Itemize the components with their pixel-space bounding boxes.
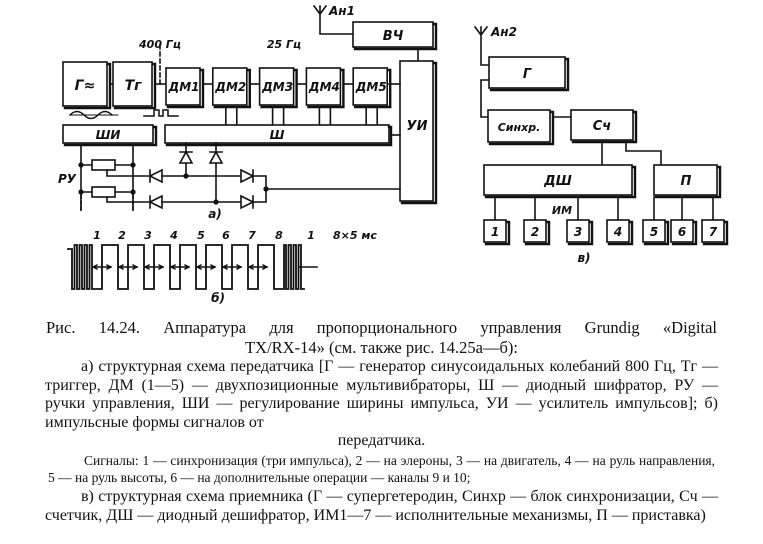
block-label-dm: ДМ5 (355, 80, 387, 94)
caption-part-v: в) структурная схема приемника (Г — супе… (0, 488, 763, 525)
block-trigger (112, 61, 157, 110)
pulse-number-label: 7 (248, 229, 256, 242)
square-wave-icon (143, 109, 179, 117)
block-pulse-width (62, 124, 158, 147)
caption-title-line1: Рис. 14.24. Аппаратура для пропорциональ… (46, 318, 717, 337)
panel-label-b: б) (211, 291, 225, 305)
caption-part-a-text: а) структурная схема передатчика [Г — ге… (45, 358, 718, 431)
caption-title-line2: TX/RX-14» (см. также рис. 14.25а—б): (245, 338, 518, 357)
panel-label-a: а) (208, 207, 222, 221)
transmitter-diagram (62, 4, 438, 211)
pulse-number-label: 6 (222, 229, 230, 242)
pulse-number-label: 2 (118, 229, 126, 242)
block-label-superhet: Г (523, 67, 532, 82)
actuator-box-3 (566, 196, 594, 246)
actuator-label: 1 (491, 225, 499, 239)
actuator-label: 5 (650, 225, 658, 239)
actuator-box-5 (642, 196, 670, 246)
actuator-box-1 (483, 196, 511, 246)
pulse-number-label: 1 (93, 229, 101, 242)
actuator-label: 6 (678, 225, 686, 239)
pulse-number-label: 5 (197, 229, 205, 242)
double-arrow-icon (248, 264, 268, 270)
block-sync (487, 109, 555, 146)
block-multivibrator-4 (305, 67, 345, 109)
actuators-label: ИМ (552, 204, 572, 217)
block-encoder (164, 124, 393, 147)
potentiometer-2 (91, 186, 116, 198)
caption-signals-text: Сигналы: 1 — синхронизация (три импульса… (48, 453, 715, 485)
potentiometer-1 (91, 159, 116, 171)
block-label-encoder: Ш (270, 128, 285, 142)
block-amplifier (399, 60, 438, 205)
block-multivibrator-3 (258, 67, 298, 109)
pulse-number-label: 1 (307, 229, 315, 242)
block-multivibrator-1 (165, 67, 205, 109)
diode-icon (208, 150, 224, 164)
block-multivibrator-2 (212, 67, 251, 109)
block-generator (62, 61, 112, 110)
diode-icon (240, 168, 255, 184)
block-attachment (653, 164, 722, 199)
caption-part-a-end: передатчика. (337, 432, 426, 449)
timing-label: 8×5 мс (333, 229, 377, 242)
pulse-number-label: 8 (275, 229, 283, 242)
caption-part-a: а) структурная схема передатчика [Г — ге… (0, 358, 763, 451)
panel-label-v: в) (577, 251, 590, 265)
caption-part-v-text: в) структурная схема приемника (Г — супе… (45, 488, 718, 524)
figure-caption-title: Рис. 14.24. Аппаратура для пропорциональ… (0, 318, 763, 358)
block-label-dm: ДМ2 (214, 80, 246, 94)
receiver-diagram (473, 25, 729, 246)
double-arrow-icon (222, 264, 242, 270)
block-label-pulse-width: ШИ (96, 128, 121, 142)
actuator-label: 3 (574, 225, 582, 239)
block-label-trigger: Тг (125, 78, 143, 94)
controls-label: РУ (58, 172, 77, 186)
actuator-box-4 (606, 196, 634, 246)
waveform-diagram (67, 244, 318, 290)
double-arrow-icon (170, 264, 190, 270)
pulse-number-label: 3 (144, 229, 152, 242)
block-counter (570, 109, 638, 144)
sine-wave-icon (68, 110, 114, 120)
actuator-label: 2 (531, 225, 539, 239)
actuator-label: 4 (613, 225, 622, 239)
antenna-icon (312, 4, 354, 35)
diode-icon (148, 168, 163, 184)
actuator-label: 7 (709, 225, 718, 239)
block-label-sync: Синхр. (498, 121, 541, 134)
double-arrow-icon (118, 264, 138, 270)
block-label-dm: ДМ4 (308, 80, 340, 94)
block-label-attachment: П (681, 174, 692, 189)
diode-icon (178, 150, 194, 164)
block-label-counter: Сч (593, 119, 612, 134)
block-decoder (483, 164, 637, 199)
block-label-dm: ДМ3 (261, 80, 293, 94)
diode-icon (240, 194, 255, 210)
double-arrow-icon (144, 264, 164, 270)
double-arrow-icon (92, 264, 112, 270)
block-label-generator: Г≈ (75, 78, 96, 94)
caption-signals: Сигналы: 1 — синхронизация (три импульса… (0, 452, 763, 486)
block-multivibrator-5 (352, 67, 392, 109)
block-label-dm: ДМ1 (168, 80, 200, 94)
antenna-label-tx: Ан1 (328, 4, 355, 18)
pulse-number-label: 4 (169, 229, 178, 242)
double-arrow-icon (196, 264, 216, 270)
block-superhet (488, 56, 570, 92)
freq-label-400: 400 Гц (138, 38, 181, 51)
antenna-label-rx: Ан2 (490, 25, 517, 39)
block-rf (352, 21, 438, 51)
actuator-box-7 (701, 196, 729, 246)
antenna-icon (473, 25, 490, 66)
block-diagram: Ан1 ВЧ 400 Гц 25 Гц Г≈ Тг ДМ1 ДМ2 ДМ3 ДМ4 ДМ… (58, 4, 729, 305)
actuator-box-6 (670, 196, 698, 246)
diode-icon (148, 194, 163, 210)
block-label-rf: ВЧ (383, 29, 404, 44)
actuator-box-2 (523, 196, 551, 246)
freq-label-25: 25 Гц (267, 38, 301, 51)
block-label-decoder: ДШ (543, 174, 572, 189)
block-label-amplifier: УИ (407, 119, 428, 134)
